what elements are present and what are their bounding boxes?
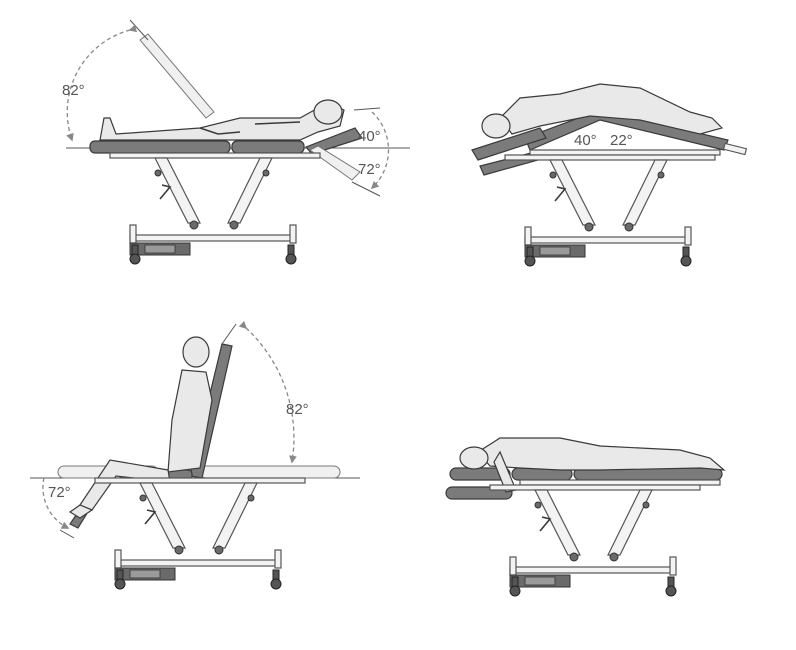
table-base xyxy=(94,477,306,590)
panel-prone-flat xyxy=(445,437,726,597)
backrest-raised-ghost xyxy=(129,19,215,119)
panel-prone-flexed: 40° 22° xyxy=(471,83,748,267)
patient-figure-icon xyxy=(99,99,345,141)
angle-arc-icon xyxy=(370,111,390,190)
angle-label-leg-up: 40° xyxy=(358,128,381,145)
table-base xyxy=(489,484,701,597)
angle-label-leg-down: 72° xyxy=(48,484,71,501)
patient-figure-icon xyxy=(459,437,726,493)
angle-arc-icon xyxy=(238,320,297,464)
angle-label-backrest: 82° xyxy=(62,82,85,99)
panel-supine: 82° 40° 72° xyxy=(62,19,410,265)
angle-label-section-b: 22° xyxy=(610,132,633,149)
table-base xyxy=(504,154,716,267)
angle-label-leg-down: 72° xyxy=(358,161,381,178)
angle-arc-icon xyxy=(42,477,70,529)
angle-label-section-a: 40° xyxy=(574,132,597,149)
table-base xyxy=(109,152,321,265)
patient-figure-icon xyxy=(68,336,213,519)
panel-sitting: 82° 72° xyxy=(30,320,360,590)
table-top xyxy=(66,127,410,181)
patient-figure-icon xyxy=(481,83,724,139)
table-top xyxy=(445,467,723,500)
angle-label-backrest: 82° xyxy=(286,401,309,418)
angle-arc-icon xyxy=(66,24,138,142)
